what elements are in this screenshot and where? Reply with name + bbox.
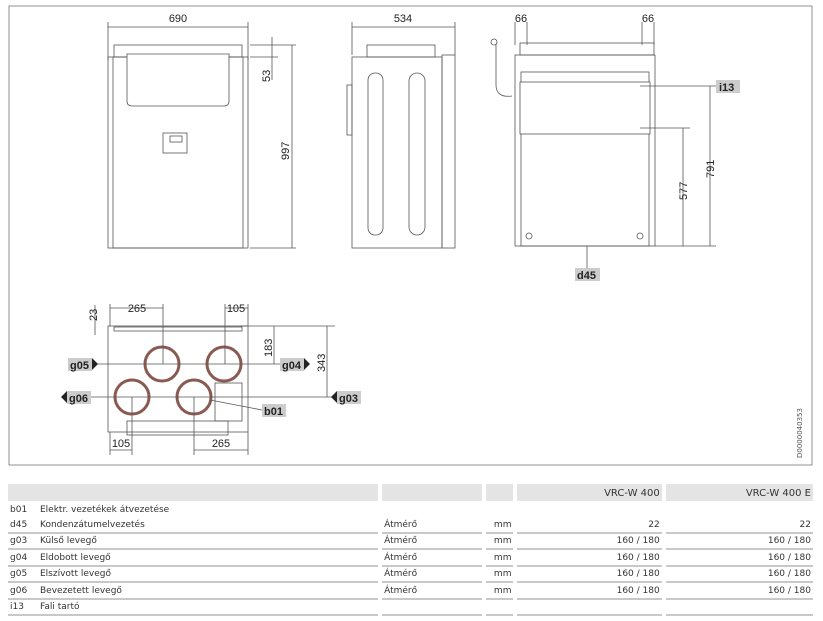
table-row: d45 Kondenzátumelvezetés Átmérő mm 22 22 xyxy=(8,517,813,534)
row-description: g04 Eldobott levegő xyxy=(8,550,379,567)
row-description: d45 Kondenzátumelvezetés xyxy=(8,517,379,534)
table-header: VRC-W 400 VRC-W 400 E xyxy=(8,484,813,501)
row-code: g06 xyxy=(10,585,28,596)
row-value-vrc-w-400 xyxy=(517,600,662,616)
row-code: b01 xyxy=(10,505,28,515)
dim-bottom-f: 265 xyxy=(212,438,230,450)
header-description xyxy=(8,484,379,501)
dim-bottom-d: 343 xyxy=(316,354,328,372)
dim-bracket-lower: 577 xyxy=(678,182,690,200)
dimension-drawing: 690 53 997 534 66 66 791 577 i13 d45 265… xyxy=(8,5,813,466)
row-code: g04 xyxy=(10,552,28,563)
bottom-view: 265 105 23 183 343 105 265 g05 g04 g06 g… xyxy=(61,303,361,455)
row-unit xyxy=(485,600,514,616)
row-value-vrc-w-400: 22 xyxy=(517,517,662,534)
header-vrc-w-400-e: VRC-W 400 E xyxy=(665,484,813,501)
dim-bottom-a: 265 xyxy=(128,303,146,315)
row-value-vrc-w-400: 160 / 180 xyxy=(517,534,662,550)
row-value-vrc-w-400-e xyxy=(666,501,813,518)
row-value-vrc-w-400: 160 / 180 xyxy=(517,583,662,600)
row-description: g03 Külső levegő xyxy=(8,534,379,550)
row-unit: mm xyxy=(485,550,514,567)
dim-bottom-b: 105 xyxy=(227,303,245,315)
row-value-vrc-w-400: 160 / 180 xyxy=(517,567,662,583)
row-description: i13 Fali tartó xyxy=(8,600,379,616)
row-parameter: Átmérő xyxy=(382,534,482,550)
row-value-vrc-w-400-e xyxy=(665,600,813,616)
row-parameter: Átmérő xyxy=(382,550,482,567)
dim-bottom-c: 183 xyxy=(263,339,275,357)
row-code: g05 xyxy=(10,569,28,579)
table-row: g06 Bevezetett levegő Átmérő mm 160 / 180… xyxy=(8,583,813,600)
tag-i13: i13 xyxy=(719,82,734,94)
dim-back-left: 66 xyxy=(515,13,527,25)
dim-bracket-height: 791 xyxy=(705,160,717,178)
back-view: 66 66 791 577 i13 d45 xyxy=(490,13,740,282)
row-parameter: Átmérő xyxy=(382,583,482,600)
dim-bottom-side: 23 xyxy=(88,309,100,321)
row-unit: mm xyxy=(485,517,514,534)
row-value-vrc-w-400-e: 160 / 180 xyxy=(665,583,813,600)
header-parameter xyxy=(382,484,482,501)
side-view: 534 xyxy=(346,13,456,249)
row-unit: mm xyxy=(485,583,514,600)
row-value-vrc-w-400-e: 22 xyxy=(665,517,813,534)
row-parameter xyxy=(382,501,482,518)
drawing-frame xyxy=(8,5,813,466)
row-parameter: Átmérő xyxy=(382,567,482,583)
row-parameter xyxy=(382,600,482,616)
tag-d45: d45 xyxy=(577,270,596,282)
dim-side-width: 534 xyxy=(394,13,412,25)
table-row: g03 Külső levegő Átmérő mm 160 / 180 160 … xyxy=(8,534,813,550)
tag-g03: g03 xyxy=(339,393,358,405)
dim-height: 997 xyxy=(280,142,292,160)
dim-front-width: 690 xyxy=(169,13,187,25)
tag-g05: g05 xyxy=(70,360,89,372)
row-name: Fali tartó xyxy=(40,602,80,612)
row-name: Eldobott levegő xyxy=(40,552,111,563)
row-unit xyxy=(486,501,514,518)
row-value-vrc-w-400-e: 160 / 180 xyxy=(665,550,813,567)
row-name: Külső levegő xyxy=(40,536,97,546)
row-name: Elektr. vezetékek átvezetése xyxy=(40,505,170,515)
document-code: D0000040353 xyxy=(796,408,804,458)
header-vrc-w-400: VRC-W 400 xyxy=(517,484,662,501)
row-parameter: Átmérő xyxy=(382,517,482,534)
row-name: Bevezetett levegő xyxy=(40,585,122,596)
row-code: g03 xyxy=(10,536,28,546)
row-value-vrc-w-400 xyxy=(517,501,661,518)
tag-b01: b01 xyxy=(264,406,283,418)
row-description: b01 Elektr. vezetékek átvezetése xyxy=(8,501,378,518)
front-view: 690 53 997 xyxy=(107,13,296,249)
row-description: g05 Elszívott levegő xyxy=(8,567,379,583)
row-name: Kondenzátumelvezetés xyxy=(40,519,145,530)
row-code: d45 xyxy=(10,519,28,530)
row-value-vrc-w-400-e: 160 / 180 xyxy=(665,534,813,550)
row-unit: mm xyxy=(485,534,514,550)
table-row: i13 Fali tartó xyxy=(8,600,813,616)
tag-g06: g06 xyxy=(69,393,88,405)
dim-back-right: 66 xyxy=(642,13,654,25)
row-unit: mm xyxy=(485,567,514,583)
dim-top-offset: 53 xyxy=(261,70,273,82)
row-code: i13 xyxy=(10,602,24,612)
table-row: g04 Eldobott levegő Átmérő mm 160 / 180 1… xyxy=(8,550,813,567)
header-unit xyxy=(485,484,514,501)
row-value-vrc-w-400: 160 / 180 xyxy=(517,550,662,567)
row-description: g06 Bevezetett levegő xyxy=(8,583,379,600)
row-value-vrc-w-400-e: 160 / 180 xyxy=(665,567,813,583)
connections-table: VRC-W 400 VRC-W 400 E b01 Elektr. vezeték… xyxy=(8,484,813,616)
dim-bottom-e: 105 xyxy=(112,438,130,450)
table-row: b01 Elektr. vezetékek átvezetése xyxy=(8,501,813,518)
row-name: Elszívott levegő xyxy=(40,569,111,579)
tag-g04: g04 xyxy=(282,360,302,372)
